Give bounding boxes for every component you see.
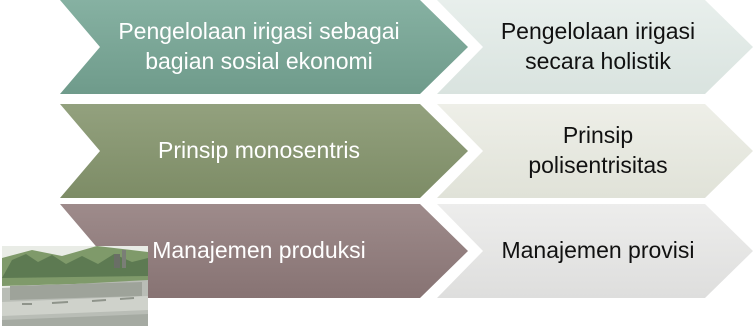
chevron-text-line: Pengelolaan irigasi sebagai [118,18,400,45]
chevron-text-line: Prinsip [562,122,634,149]
chevron-text-line: Manajemen provisi [501,237,695,264]
chevron-text-line: Pengelolaan irigasi [500,18,696,45]
chevron-text-line: secara holistik [525,48,671,74]
left-chevron-1: Pengelolaan irigasi sebagai bagian sosia… [60,0,468,94]
right-chevron-3: Manajemen provisi [437,204,753,298]
irrigation-photo [2,246,148,326]
right-chevron-1: Pengelolaan irigasi secara holistik [437,0,753,94]
diagram-row-1: Pengelolaan irigasi sebagai bagian sosia… [0,0,756,94]
chevron-text-line: bagian sosial ekonomi [145,48,373,74]
right-chevron-2: Prinsip polisentrisitas [437,104,753,198]
chevron-text-line: Manajemen produksi [152,237,366,264]
left-chevron-2: Prinsip monosentris [60,104,468,198]
diagram-row-2: Prinsip monosentris Prinsip polisentrisi… [0,104,756,198]
chevron-text-line: Prinsip monosentris [158,137,360,164]
chevron-text-line: polisentrisitas [528,152,668,178]
